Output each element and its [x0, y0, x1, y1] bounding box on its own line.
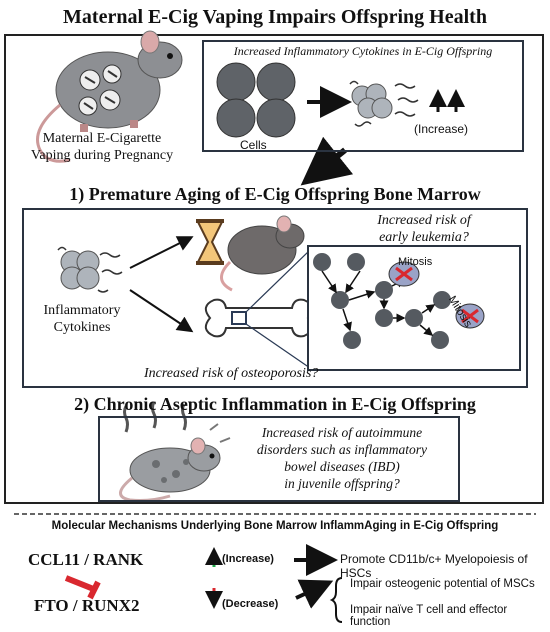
cytokines-line2: Cytokines [53, 320, 111, 335]
ibd-risk-text: Increased risk of autoimmune disorders s… [232, 424, 452, 492]
outer-frame [4, 34, 544, 504]
mouse-caption-line1: Maternal E-Cigarette [42, 131, 162, 146]
brace-icon [329, 577, 343, 623]
hourglass-icon [196, 219, 224, 265]
section2-box [98, 416, 460, 502]
cytokine-increase-box [202, 40, 524, 152]
row1-effect: Promote CD11b/c+ Myelopoiesis of HSCs [340, 552, 528, 580]
row2-change: (Decrease) [222, 598, 279, 610]
mouse-caption-line2: Vaping during Pregnancy [30, 148, 174, 163]
zoom-line-bottom [245, 323, 311, 369]
ibd-line3: bowel diseases (IBD) [284, 459, 400, 474]
increase-label: (Increase) [414, 122, 469, 136]
cytokine-box-title: Increased Inflammatory Cytokines in E-Ci… [233, 44, 493, 58]
cytokines-line1: Inflammatory [43, 303, 121, 318]
cells-label: Cells [240, 138, 267, 152]
row1-genes: CCL11 / RANK [28, 550, 144, 569]
leukemia-line2: early leukemia? [379, 230, 469, 245]
to-aging-arrow [129, 236, 194, 269]
zoom-line-top [245, 249, 311, 313]
row2-genes: FTO / RUNX2 [34, 596, 140, 615]
leukemia-line1: Increased risk of [377, 213, 471, 228]
ibd-line4: in juvenile offspring? [284, 476, 400, 491]
inflammatory-cytokines-icon [57, 246, 123, 293]
aged-mouse-icon [220, 215, 305, 292]
row1-change: (Increase) [222, 553, 274, 565]
impair-arrow [295, 579, 334, 609]
mouse-caption: Maternal E-Cigarette Vaping during Pregn… [14, 130, 190, 164]
section2-heading: 2) Chronic Aseptic Inflammation in E-Cig… [74, 394, 476, 414]
hematopoiesis-network [313, 253, 451, 349]
cytokines-label: Inflammatory Cytokines [32, 302, 132, 336]
row2-effect-1: Impair osteogenic potential of MSCs [350, 578, 535, 590]
mitosis-label-1: Mitosis [398, 256, 433, 268]
ibd-line2: disorders such as inflammatory [256, 442, 428, 457]
to-bone-arrow [129, 289, 194, 333]
figure-title: Maternal E-Cig Vaping Impairs Offspring … [63, 6, 487, 28]
cytokine-cluster-icon [349, 80, 419, 127]
ibd-line1: Increased risk of autoimmune [261, 425, 423, 440]
inhibition-bar-icon [64, 575, 101, 600]
to-section1-arrow [300, 136, 354, 186]
section1-box [22, 208, 528, 388]
ibd-mouse-icon [119, 401, 231, 502]
increase-up-arrows-icon [429, 89, 465, 112]
mechanisms-heading: Molecular Mechanisms Underlying Bone Mar… [51, 520, 499, 532]
pregnant-mouse-icon [36, 30, 183, 163]
mitosis-cell-icon [388, 261, 485, 329]
section1-heading: 1) Premature Aging of E-Cig Offspring Bo… [69, 184, 481, 204]
row2-effect-2: Impair naïve T cell and effector functio… [350, 604, 508, 628]
osteoporosis-risk-text: Increased risk of osteoporosis? [144, 366, 319, 381]
cells-cluster [216, 62, 296, 138]
leukemia-risk-text: Increased risk of early leukemia? [334, 212, 514, 246]
